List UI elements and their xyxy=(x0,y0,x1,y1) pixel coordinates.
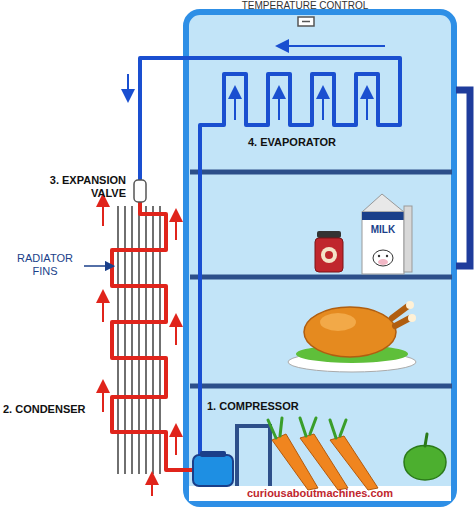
leader-line xyxy=(84,265,110,267)
watermark: curiousaboutmachines.com xyxy=(192,487,448,500)
component-label: 4. EVAPORATOR xyxy=(248,136,378,149)
compressor xyxy=(193,455,233,486)
dial-mark xyxy=(302,21,310,23)
door-handle xyxy=(456,90,470,266)
watermark-band xyxy=(189,486,451,501)
jam-jar xyxy=(315,231,343,272)
condenser-tube xyxy=(112,202,196,470)
compressor-housing xyxy=(237,426,270,490)
expansion-valve xyxy=(134,180,146,202)
control-label: TEMPERATURE CONTROL xyxy=(230,0,380,12)
component-label: 2. CONDENSER xyxy=(3,403,98,416)
flow-arrows-red xyxy=(103,200,176,496)
compressor-cap xyxy=(200,451,226,457)
component-label: 3. EXPANSION VALVE xyxy=(18,174,126,199)
evaporator-tube xyxy=(140,58,400,470)
temperature-dial xyxy=(298,17,314,26)
flow-arrows-blue xyxy=(128,46,385,120)
roast-chicken xyxy=(288,301,416,372)
carrots xyxy=(268,418,378,490)
component-label: 1. COMPRESSOR xyxy=(207,400,317,413)
milk-carton xyxy=(362,194,412,274)
fridge-body xyxy=(186,12,454,504)
part-label: RADIATOR FINS xyxy=(8,252,82,277)
shelves xyxy=(190,172,452,386)
carton-text: MILK xyxy=(362,224,404,236)
green-pepper xyxy=(404,434,446,480)
